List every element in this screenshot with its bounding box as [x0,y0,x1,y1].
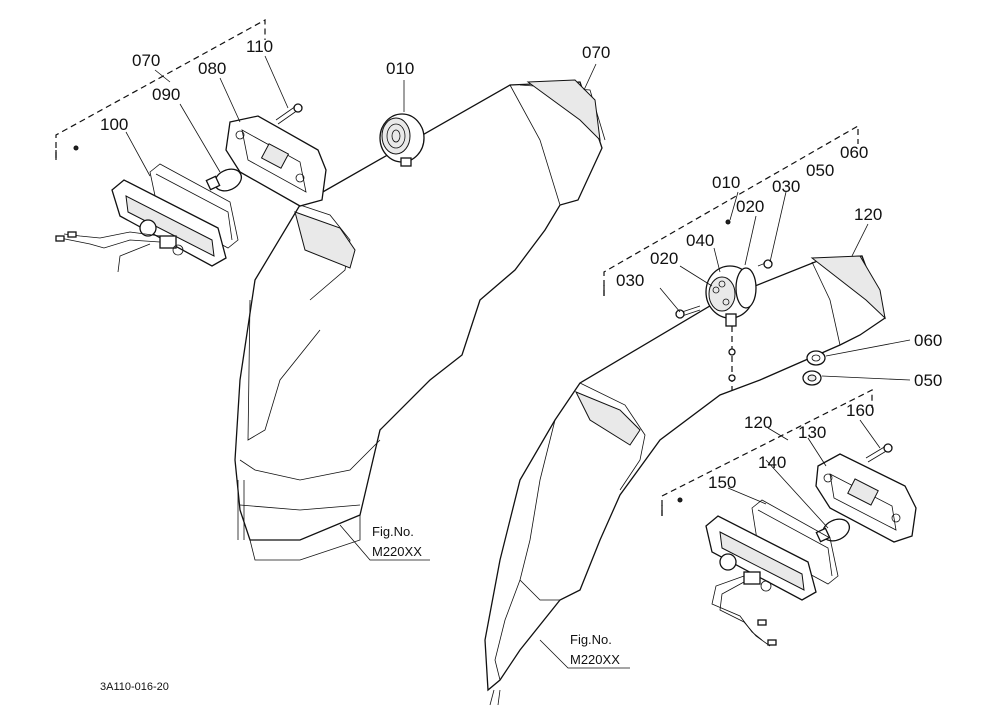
left-group-bracket [55,18,266,158]
label-r-130: 130 [798,423,826,442]
label-r-120b: 120 [744,413,772,432]
label-r-030b: 030 [616,271,644,290]
label-r-050b: 050 [914,371,942,390]
label-left-090: 090 [152,85,180,104]
label-left-070b: 070 [582,43,610,62]
label-r-010: 010 [712,173,740,192]
left-turn-lamp-assembly [55,103,327,273]
left-fender [234,79,606,561]
fig-ref-left: Fig.No. M220XX [372,524,422,559]
right-turn-lamp-assembly [677,443,917,647]
fig-ref-right-title: Fig.No. [570,632,612,647]
fig-ref-left-number: M220XX [372,544,422,559]
label-r-060b: 060 [914,331,942,350]
right-leader-lines [659,191,911,529]
left-beacon-lamp [379,113,425,167]
label-left-100: 100 [100,115,128,134]
label-r-040: 040 [686,231,714,250]
label-r-120a: 120 [854,205,882,224]
label-left-110: 110 [246,37,273,56]
label-r-030a: 030 [772,177,800,196]
drawing-code: 3A110-016-20 [100,681,169,693]
label-left-070a: 070 [132,51,160,70]
right-beacon-bracket [603,124,859,296]
label-r-050a: 050 [806,161,834,180]
right-nuts [802,350,826,386]
label-r-060a: 060 [840,143,868,162]
label-r-020a: 020 [736,197,764,216]
label-r-140: 140 [758,453,786,472]
fig-ref-right-number: M220XX [570,652,620,667]
fig-ref-right: Fig.No. M220XX [570,632,620,667]
label-r-160: 160 [846,401,874,420]
fig-ref-left-title: Fig.No. [372,524,414,539]
label-r-020b: 020 [650,249,678,268]
left-leader-lines [125,55,597,177]
right-beacon-assembly [675,219,773,390]
label-left-010: 010 [386,59,414,78]
right-fender [484,255,886,706]
label-left-080: 080 [198,59,226,78]
label-r-150: 150 [708,473,736,492]
part-number-labels: 070 110 080 090 100 010 070 060 050 010 … [100,37,942,492]
